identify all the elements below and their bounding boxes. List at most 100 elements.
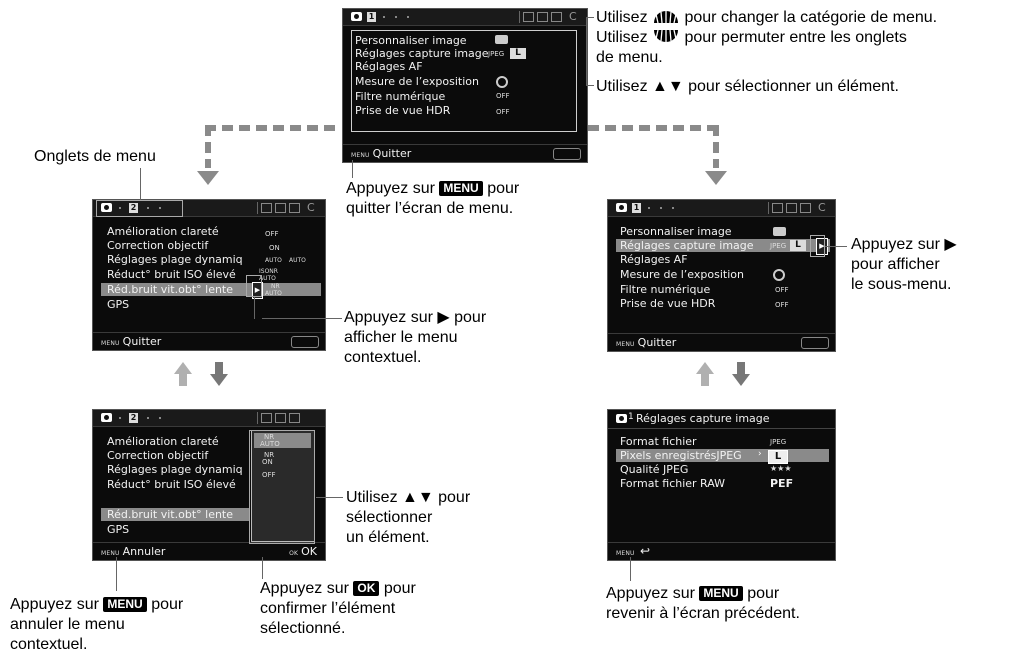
- popup-option-3[interactable]: OFF: [262, 471, 276, 479]
- menu-item[interactable]: Réglages AF: [620, 253, 688, 266]
- arrow-down-icon: [732, 374, 750, 386]
- submenu-row-label[interactable]: Format fichier RAW: [620, 477, 726, 490]
- setup-category-icon[interactable]: [800, 203, 811, 213]
- menu-item[interactable]: Amélioration clareté: [107, 225, 219, 238]
- hdr-value: OFF: [775, 301, 789, 309]
- menu-item[interactable]: Personnaliser image: [355, 34, 467, 47]
- arrow-up-icon: [174, 362, 192, 374]
- menu-item[interactable]: Réduct° bruit ISO élevé: [107, 268, 236, 281]
- arrow-highlight-box: [246, 275, 262, 297]
- ok-label: OK: [301, 545, 317, 558]
- setup-category-icon[interactable]: [289, 413, 300, 423]
- menu-item[interactable]: Réglages AF: [355, 60, 423, 73]
- movie-category-icon[interactable]: [523, 12, 534, 22]
- menu-item-selected[interactable]: Réglages capture image: [620, 239, 754, 252]
- camera-tab-icon[interactable]: [351, 12, 362, 21]
- custom-category-icon[interactable]: C: [307, 201, 315, 214]
- annotation-sub-1: Appuyez sur ▶: [851, 236, 957, 253]
- submenu-row-value: PEF: [770, 477, 794, 490]
- submenu-arrow-icon[interactable]: ▶: [252, 282, 263, 299]
- playback-category-icon[interactable]: [275, 203, 286, 213]
- menu-item-selected[interactable]: Réd.bruit vit.obt° lente: [107, 508, 234, 521]
- menu-list: Personnaliser image Réglages capture ima…: [351, 30, 579, 133]
- filter-value: OFF: [775, 286, 789, 294]
- annotation-cancel-3: contextuel.: [10, 636, 88, 653]
- camera-tab-icon[interactable]: [616, 203, 627, 212]
- playback-category-icon[interactable]: [537, 12, 548, 22]
- movie-category-icon[interactable]: [772, 203, 783, 213]
- menu-item[interactable]: GPS: [107, 298, 130, 311]
- tab-bar: 2: [93, 410, 325, 427]
- annotation-onglets: Onglets de menu: [34, 148, 156, 165]
- quit-label[interactable]: Quitter: [637, 336, 677, 349]
- setup-category-icon[interactable]: [289, 203, 300, 213]
- menu-item[interactable]: Prise de vue HDR: [620, 297, 716, 310]
- flow-dash-right: [588, 125, 723, 131]
- arrow-up-icon: [696, 362, 714, 374]
- camera-tab-icon[interactable]: [101, 203, 112, 212]
- menu-button-label: MENU: [616, 341, 635, 348]
- menu-item[interactable]: Correction objectif: [107, 449, 209, 462]
- arrow-down-icon: [210, 374, 228, 386]
- annotation-cancel-1: Appuyez sur MENU pour: [10, 596, 184, 613]
- submenu-row-label-selected[interactable]: Pixels enregistrésJPEG: [620, 449, 742, 462]
- playback-category-icon[interactable]: [786, 203, 797, 213]
- cancel-label[interactable]: Annuler: [122, 545, 166, 558]
- popup-option-1b[interactable]: AUTO: [260, 440, 280, 448]
- popup-option-2a[interactable]: NR: [264, 451, 275, 459]
- annotation-sub-3: le sous-menu.: [851, 276, 952, 293]
- menu-item-selected[interactable]: Réd.bruit vit.obt° lente: [107, 283, 234, 296]
- selection-highlight: [101, 283, 321, 296]
- menu-item[interactable]: Filtre numérique: [620, 283, 711, 296]
- submenu-row-value: ★★★: [770, 464, 792, 473]
- setup-category-icon[interactable]: [551, 12, 562, 22]
- annotation-ok-3: sélectionné.: [260, 620, 346, 637]
- submenu-row-value-selected[interactable]: L: [768, 450, 788, 464]
- tab-number[interactable]: 2: [129, 203, 138, 213]
- menu-item[interactable]: Prise de vue HDR: [355, 104, 451, 117]
- movie-category-icon[interactable]: [261, 413, 272, 423]
- annotation-category: Utilisez pour changer la catégorie de me…: [596, 9, 938, 26]
- submenu-row-value: JPEG: [770, 438, 787, 446]
- filter-value: OFF: [496, 92, 510, 100]
- popup-option-1a[interactable]: NR: [264, 433, 275, 441]
- rear-dial-icon: [654, 11, 679, 24]
- back-arrow-icon[interactable]: ↩: [640, 544, 651, 558]
- tab-number[interactable]: 2: [129, 413, 138, 423]
- annotation-ok-1: Appuyez sur OK pour: [260, 580, 416, 597]
- menu-item[interactable]: Réglages capture image: [355, 47, 489, 60]
- menu-item[interactable]: Mesure de l’exposition: [620, 268, 744, 281]
- menu-item[interactable]: GPS: [107, 523, 130, 536]
- menu-item[interactable]: Filtre numérique: [355, 90, 446, 103]
- tab-number[interactable]: 1: [367, 12, 376, 22]
- playback-category-icon[interactable]: [275, 413, 286, 423]
- menu-item[interactable]: Correction objectif: [107, 239, 209, 252]
- chevron-right-icon: ›: [758, 449, 762, 459]
- custom-category-icon[interactable]: C: [569, 10, 577, 23]
- submenu-row-label[interactable]: Format fichier: [620, 435, 697, 448]
- movie-category-icon[interactable]: [261, 203, 272, 213]
- quit-label[interactable]: Quitter: [372, 147, 412, 160]
- metering-icon: [773, 269, 785, 281]
- menu-item[interactable]: Réglages plage dynamiq: [107, 463, 243, 476]
- submenu-row-label[interactable]: Qualité JPEG: [620, 463, 689, 476]
- menu-item[interactable]: Amélioration clareté: [107, 435, 219, 448]
- iso-nr-value-b: AUTO: [259, 275, 276, 282]
- camera-tab-icon[interactable]: [101, 413, 112, 422]
- dial-icon: [801, 337, 829, 349]
- menu-item[interactable]: Personnaliser image: [620, 225, 732, 238]
- menu-screen-popup: 2 Amélioration clareté Correction object…: [92, 409, 326, 561]
- quit-label[interactable]: Quitter: [122, 335, 162, 348]
- menu-item[interactable]: Réduct° bruit ISO élevé: [107, 478, 236, 491]
- annotation-context-3: contextuel.: [344, 349, 422, 366]
- submenu-title: Réglages capture image: [636, 412, 770, 425]
- custom-category-icon[interactable]: C: [818, 201, 826, 214]
- menu-item[interactable]: Réglages plage dynamiq: [107, 253, 243, 266]
- popup-option-2b[interactable]: ON: [262, 458, 273, 466]
- tab-number[interactable]: 1: [632, 203, 641, 213]
- flow-dash-left: [205, 125, 340, 131]
- menu-item[interactable]: Mesure de l’exposition: [355, 75, 479, 88]
